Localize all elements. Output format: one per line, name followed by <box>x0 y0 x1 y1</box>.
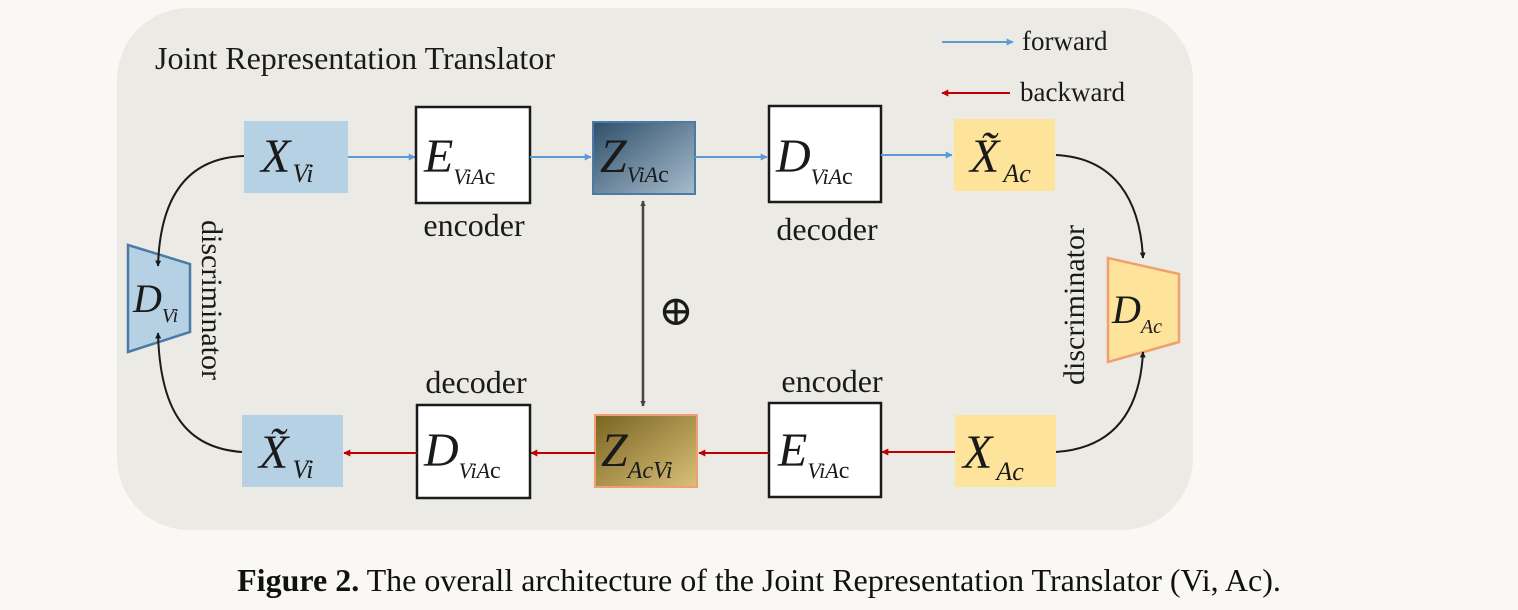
diagram-title: Joint Representation Translator <box>155 40 555 76</box>
combine-symbol: ⊕ <box>658 289 693 335</box>
x-ac-box <box>955 415 1056 487</box>
encoder-top-label: encoder <box>423 207 525 243</box>
decoder-bottom-label: decoder <box>425 364 527 400</box>
legend: forward backward <box>941 26 1125 107</box>
translator-panel <box>117 8 1193 530</box>
encoder-bottom-label: encoder <box>781 363 883 399</box>
encoder-bottom-box <box>767 401 883 499</box>
encoder-top-symbol: EViAc <box>423 130 495 190</box>
figure-caption: Figure 2. The overall architecture of th… <box>0 560 1518 600</box>
discriminator-vi-symbol: DVi <box>132 276 178 327</box>
curve-xac-tilde-to-discriminator <box>1055 154 1146 259</box>
decoder-top-box <box>767 104 883 204</box>
x-vi-tilde-box <box>242 415 343 487</box>
decoder-bottom-symbol: DViAc <box>423 424 501 484</box>
x-ac-tilde-box <box>954 119 1055 191</box>
encoder-top-box <box>414 105 532 205</box>
discriminator-ac-shape <box>1106 256 1181 364</box>
decoder-top-symbol: DViAc <box>775 130 853 190</box>
z-acvi-label: ZAcVi <box>601 424 673 484</box>
z-viac-label: ZViAc <box>600 130 669 188</box>
decoder-bottom-box <box>415 403 532 500</box>
legend-forward-label: forward <box>1022 26 1108 56</box>
architecture-diagram: Joint Representation Translator forward … <box>117 8 1193 530</box>
discriminator-vi-shape <box>126 243 192 354</box>
z-acvi-box <box>594 414 698 488</box>
x-vi-box <box>244 121 348 193</box>
legend-backward-label: backward <box>1020 77 1125 107</box>
encoder-bottom-symbol: EViAc <box>777 424 849 484</box>
caption-label: Figure 2. <box>237 562 360 598</box>
caption-text: The overall architecture of the Joint Re… <box>359 562 1281 598</box>
discriminator-vi-label: discriminator <box>195 220 228 380</box>
x-vi-label: XVi <box>259 130 314 188</box>
discriminator-ac-label: discriminator <box>1058 225 1091 385</box>
curve-xvi-tilde-to-discriminator <box>155 332 243 453</box>
curve-xvi-to-discriminator <box>155 155 245 267</box>
x-ac-tilde-label: X̃Ac <box>968 130 1031 188</box>
discriminator-ac-symbol: DAc <box>1111 287 1162 338</box>
x-vi-tilde-label: X̃Vi <box>257 426 314 484</box>
decoder-top-label: decoder <box>776 211 878 247</box>
curve-xac-to-discriminator <box>1055 351 1146 453</box>
